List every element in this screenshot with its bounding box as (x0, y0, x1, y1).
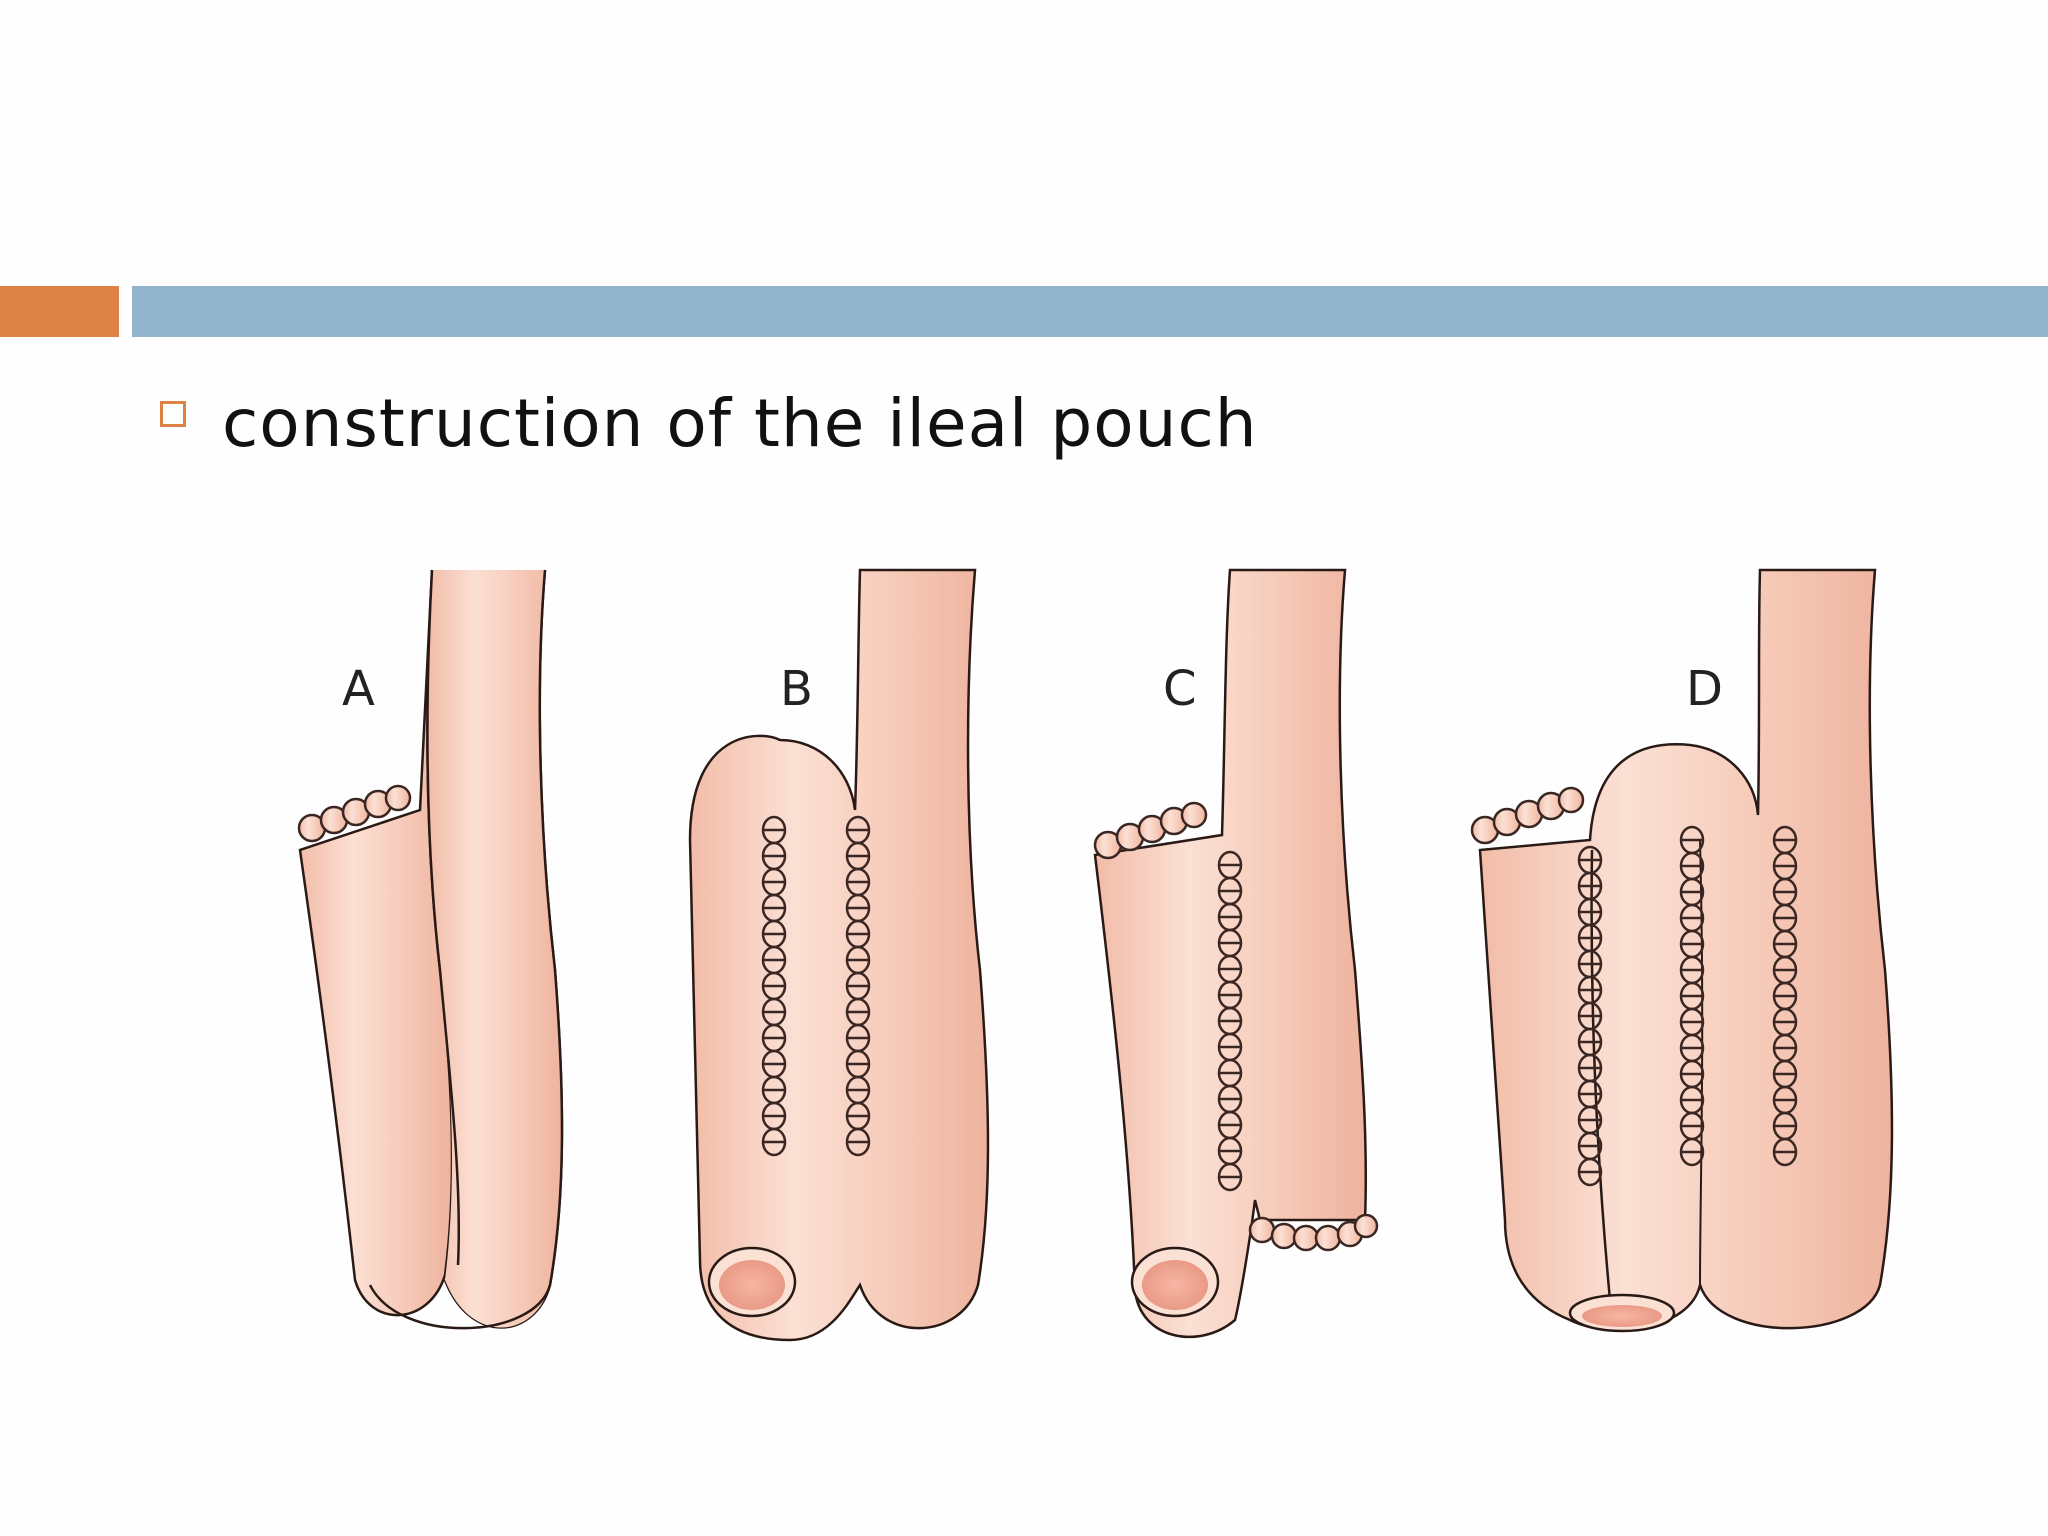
hollow-square-bullet-icon (160, 401, 186, 427)
panel-c: C (1093, 568, 1379, 1339)
bullet-item: construction of the ileal pouch (160, 378, 1258, 468)
panel-label-b: B (780, 661, 813, 717)
ileal-pouch-illustration: A B C (0, 540, 2048, 1420)
stapled-end-c-bottom (1248, 1213, 1379, 1252)
ileal-pouch-b (688, 568, 990, 1342)
header-title-bar (132, 286, 2048, 337)
bullet-text: construction of the ileal pouch (222, 384, 1258, 462)
panel-label-c: C (1163, 661, 1197, 717)
panel-label-d: D (1686, 661, 1723, 717)
panel-label-a: A (342, 661, 375, 717)
panel-d: D (1470, 568, 1894, 1333)
stapled-end-d (1470, 786, 1585, 845)
panel-b: B (688, 568, 990, 1342)
panel-a: A (297, 569, 564, 1330)
header-accent-bar (0, 286, 119, 337)
ileal-loop-c (1093, 568, 1368, 1339)
